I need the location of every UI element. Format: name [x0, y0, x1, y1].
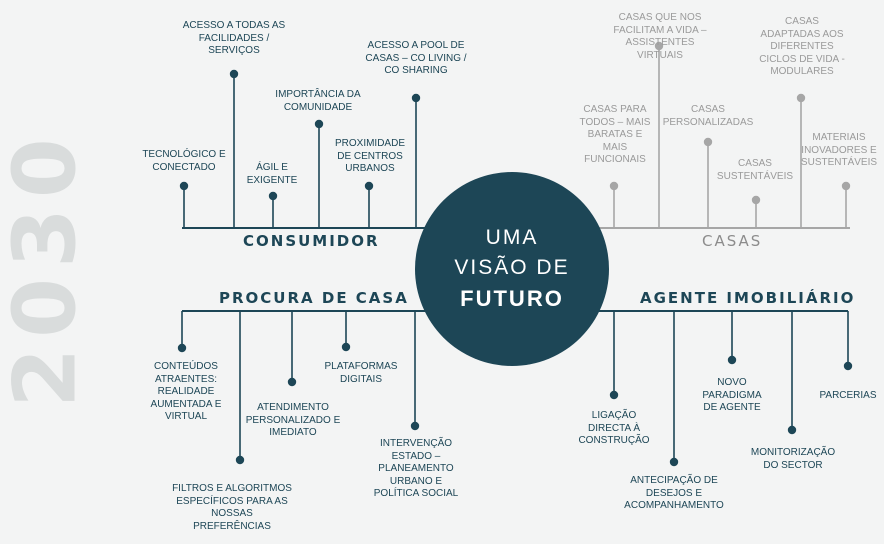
agente-node-1 [609, 390, 619, 400]
consumidor-node-1 [179, 181, 189, 191]
procura-item-5: INTERVENÇÃO ESTADO – PLANEAMENTO URBANO … [373, 438, 459, 499]
procura-item-4: PLATAFORMAS DIGITAIS [324, 361, 398, 385]
procura-item-2: FILTROS E ALGORITMOS ESPECÍFICOS PARA AS… [172, 483, 292, 532]
casas-node-1 [609, 181, 619, 191]
procura-node-4 [341, 342, 351, 352]
procura-node-3 [287, 377, 297, 387]
agente-node-5 [843, 361, 853, 371]
consumidor-item-4: IMPORTÂNCIA DA COMUNIDADE [275, 89, 361, 113]
consumidor-item-5: PROXIMIDADE DE CENTROS URBANOS [334, 138, 405, 174]
branch-title-consumidor: CONSUMIDOR [243, 232, 380, 250]
casas-node-6 [841, 181, 851, 191]
procura-item-1: CONTEÚDOS ATRAENTES: REALIDADE AUMENTADA… [150, 361, 222, 422]
branch-title-procura: PROCURA DE CASA [219, 289, 409, 307]
agente-item-3: NOVO PARADIGMA DE AGENTE [702, 377, 762, 413]
agente-item-5: PARCERIAS [819, 390, 877, 401]
consumidor-node-5 [364, 181, 374, 191]
center-line-3: FUTURO [460, 286, 564, 311]
center-line-2: VISÃO DE [454, 256, 570, 279]
consumidor-item-1: TECNOLÓGICO E CONECTADO [142, 149, 226, 173]
agente-item-4: MONITORIZAÇÃO DO SECTOR [750, 447, 836, 471]
procura-node-2 [235, 455, 245, 465]
procura-item-3: ATENDIMENTO PERSONALIZADO E IMEDIATO [245, 402, 341, 438]
agente-item-1: LIGAÇÃO DIRECTA À CONSTRUÇÃO [578, 410, 650, 446]
agente-node-3 [727, 355, 737, 365]
branch-title-agente: AGENTE IMOBILIÁRIO [640, 289, 856, 307]
casas-item-5: CASAS ADAPTADAS AOS DIFERENTES CICLOS DE… [759, 16, 845, 77]
branch-title-casas: CASAS [702, 232, 763, 250]
agente-item-2: ANTECIPAÇÃO DE DESEJOS E ACOMPANHAMENTO [624, 475, 724, 511]
center-circle: UMA VISÃO DE FUTURO [415, 172, 609, 366]
casas-node-5 [796, 93, 806, 103]
casas-item-2: CASAS QUE NOS FACILITAM A VIDA – ASSISTE… [613, 12, 707, 61]
consumidor-node-3 [268, 191, 278, 201]
casas-item-4: CASAS SUSTENTÁVEIS [716, 158, 794, 182]
casas-node-2 [654, 41, 664, 51]
casas-item-6: MATERIAIS INOVADORES E SUSTENTÁVEIS [800, 132, 878, 168]
consumidor-node-6 [411, 93, 421, 103]
consumidor-node-4 [314, 119, 324, 129]
agente-node-2 [669, 457, 679, 467]
agente-node-4 [787, 425, 797, 435]
consumidor-item-6: ACESSO A POOL DE CASAS – CO LIVING / CO … [365, 40, 467, 76]
casas-item-1: CASAS PARA TODOS – MAIS BARATAS E MAIS F… [579, 104, 651, 165]
consumidor-node-2 [229, 69, 239, 79]
casas-node-4 [751, 195, 761, 205]
consumidor-item-3: ÁGIL E EXIGENTE [246, 162, 298, 186]
center-line-1: UMA [485, 226, 539, 249]
procura-node-5 [410, 421, 420, 431]
casas-item-3: CASAS PERSONALIZADAS [662, 104, 754, 128]
consumidor-item-2: ACESSO A TODAS AS FACILIDADES / SERVIÇOS [182, 20, 286, 56]
casas-node-3 [703, 137, 713, 147]
procura-node-1 [177, 343, 187, 353]
